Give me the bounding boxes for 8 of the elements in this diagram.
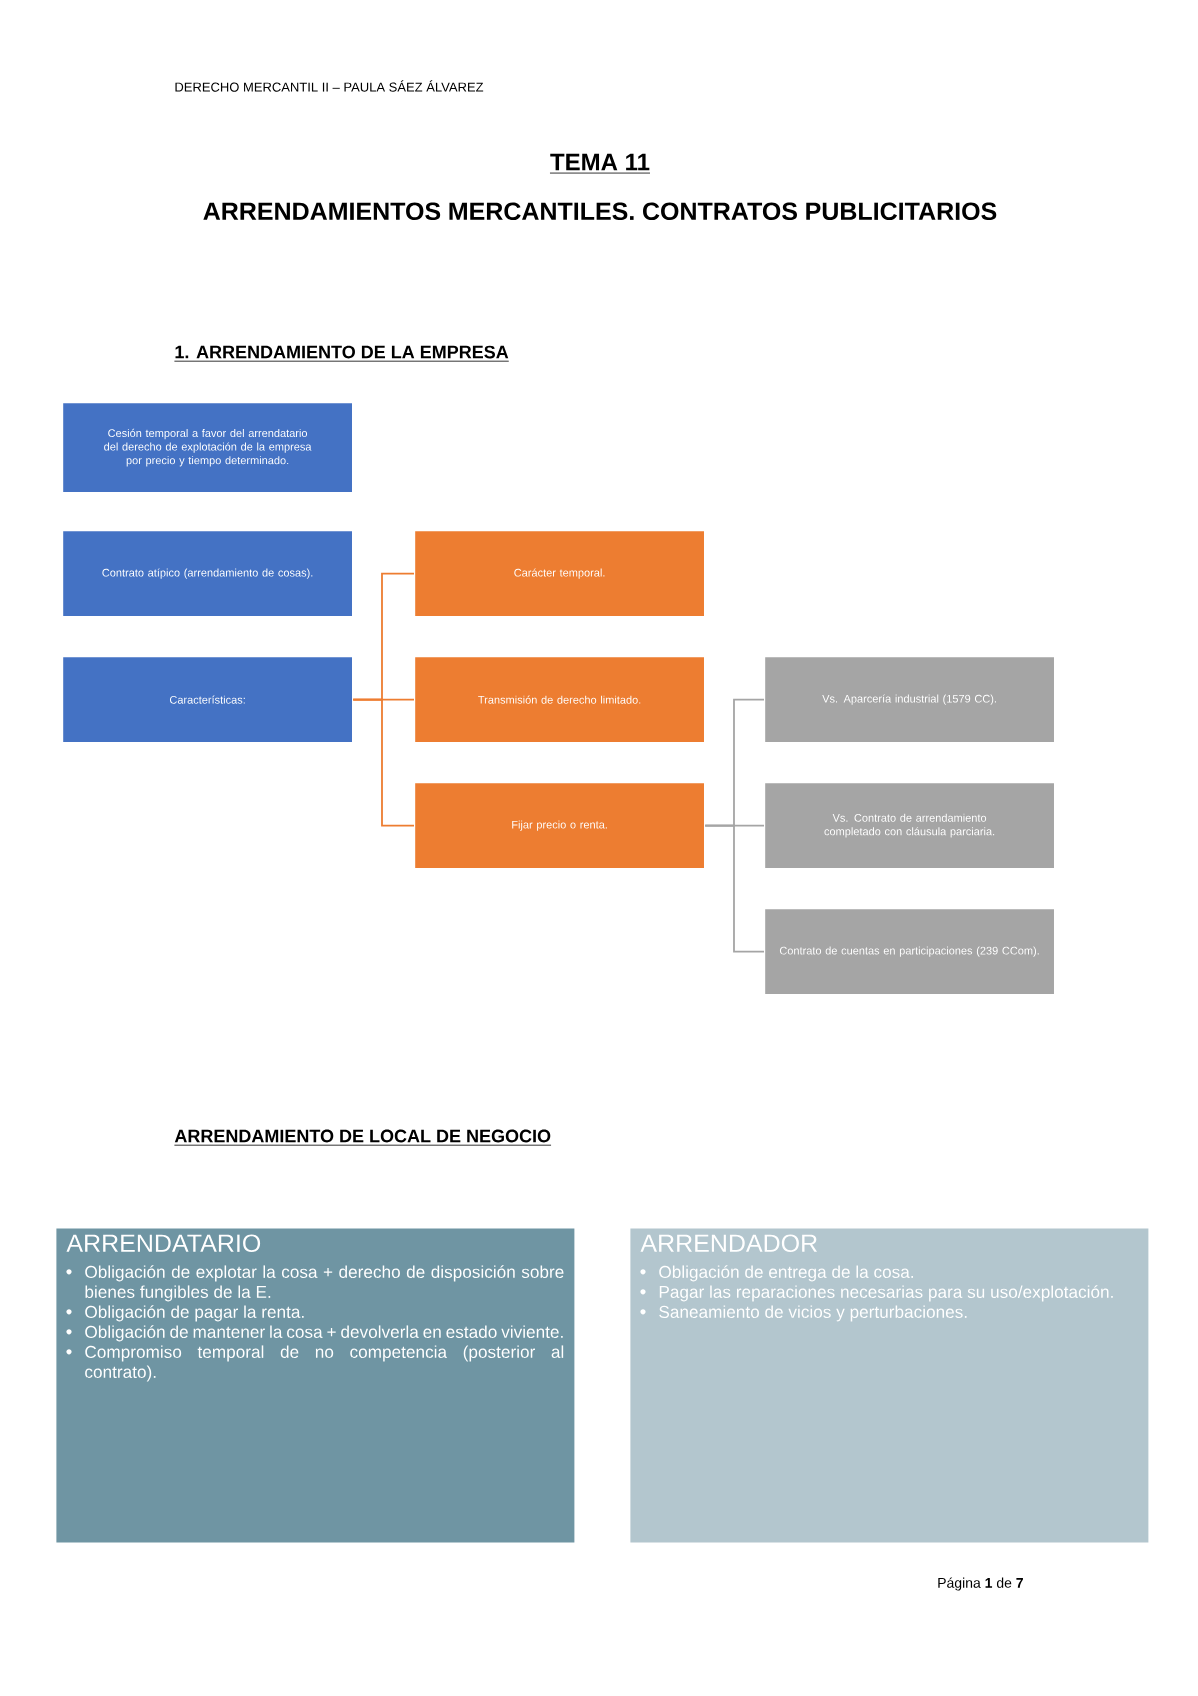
section-heading: 1. ARRENDAMIENTO DE LA EMPRESA bbox=[174, 345, 510, 362]
topic-number: TEMA 11 bbox=[549, 153, 651, 174]
section-heading: ARRENDAMIENTO DE LOCAL DE NEGOCIO bbox=[174, 1129, 552, 1146]
connector-line bbox=[704, 824, 765, 953]
card-panel: ARRENDADOR Obligación de entrega de la cosa. Pagar las reparaciones necesarias para su uso/explotación. Saneamiento de vicios y perturbaciones. bbox=[630, 1228, 1149, 1543]
card-panel: ARRENDATARIO Obligación de explotar la cosa + derecho de disposición sobre bienes fungibles de la E. Obligación de pagar la renta. Obligación de mantener la cosa + devolverla en estado viviente. Compromiso temporal de no competencia (posterior al contrato). bbox=[56, 1228, 575, 1543]
document-title: ARRENDAMIENTOS MERCANTILES. CONTRATOS PUBLICITARIOS bbox=[203, 202, 997, 221]
connector-line bbox=[352, 698, 415, 827]
